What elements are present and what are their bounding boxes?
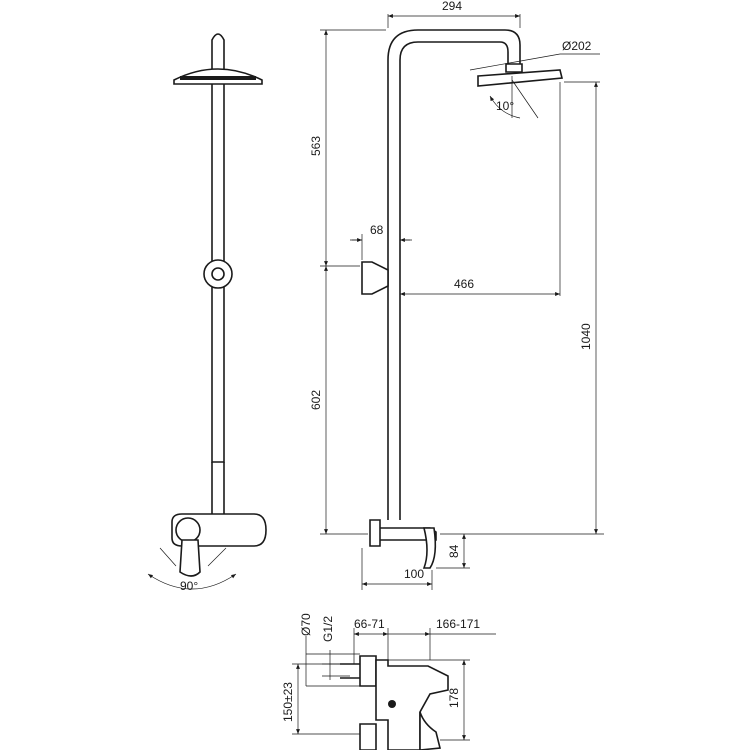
dim-head-offset: 466	[454, 277, 474, 291]
dim-eccentric-depth: 66-71	[354, 617, 385, 631]
hand-shower-holder	[203, 259, 233, 289]
dim-upper-height: 563	[309, 136, 323, 156]
side-view: 294 Ø202 10° 563 68 466 1040 602 84	[309, 0, 604, 590]
detail-mixer-body	[375, 659, 449, 750]
lower-pipe	[211, 462, 225, 520]
dim-head-tilt: 10°	[496, 99, 514, 113]
dim-total-depth: 166-171	[436, 617, 480, 631]
front-view: 90°	[147, 33, 267, 593]
dim-mixer-depth: 100	[404, 567, 424, 581]
mixer-detail-view: Ø70 G1/2 66-71 166-171 150±23 178	[281, 613, 496, 750]
side-shower-head	[477, 69, 564, 87]
side-riser-pipe	[387, 60, 401, 520]
dim-thread: G1/2	[321, 616, 335, 642]
side-mixer-lever	[422, 527, 437, 569]
dim-body-height: 178	[447, 688, 461, 708]
upper-flange	[359, 655, 377, 687]
riser-pipe	[211, 33, 225, 463]
shower-head-nozzles	[180, 76, 256, 80]
lever-rotation-label: 90°	[180, 579, 198, 593]
holder-knob	[211, 267, 225, 281]
side-mixer	[369, 519, 437, 547]
dim-mixer-height: 84	[447, 544, 461, 558]
detail-mixer-lever	[419, 711, 442, 750]
dim-centres: 150±23	[281, 682, 295, 722]
dim-flange-diameter: Ø70	[299, 613, 313, 636]
dim-total-height: 1040	[579, 323, 593, 350]
side-holder	[361, 261, 389, 295]
dim-arm-reach: 294	[442, 0, 462, 13]
mixer-lever	[179, 539, 201, 577]
dim-lower-height: 602	[309, 390, 323, 410]
dim-head-diameter: Ø202	[562, 39, 592, 53]
dim-holder-depth: 68	[370, 223, 384, 237]
lever-rotation-arc	[147, 573, 237, 590]
side-shower-arm	[387, 29, 521, 64]
detail-mixer-knob	[388, 700, 396, 708]
lower-flange	[359, 723, 377, 750]
mixer-body	[171, 513, 267, 547]
